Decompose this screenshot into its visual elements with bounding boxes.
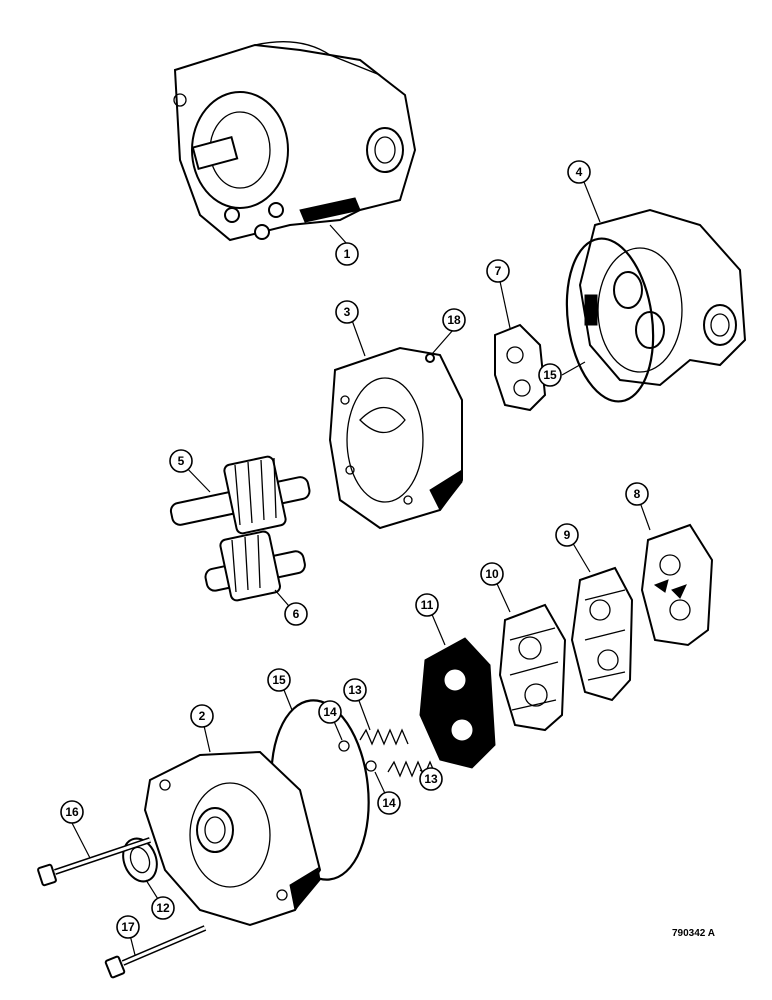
callout-17: 17 (116, 915, 140, 939)
callout-14-upper: 14 (318, 700, 342, 724)
callout-11: 11 (415, 593, 439, 617)
callout-7: 7 (486, 259, 510, 283)
callout-5: 5 (169, 449, 193, 473)
spring-part-13-lower (387, 760, 437, 778)
callout-15-lower-label: 15 (272, 673, 286, 687)
plate-part-10 (498, 603, 567, 732)
callout-9: 9 (555, 523, 579, 547)
callout-13-lower: 13 (419, 767, 443, 791)
o-ring-part-15-upper (565, 237, 655, 403)
figure-reference-code: 790342 A (672, 928, 715, 939)
callout-1: 1 (335, 242, 359, 266)
callout-15-lower: 15 (267, 668, 291, 692)
callout-14-lower-label: 14 (382, 796, 396, 810)
drive-shaft-part-5 (169, 455, 311, 535)
isolation-plate-part-11 (419, 637, 496, 769)
callout-2-label: 2 (199, 709, 206, 723)
callout-4: 4 (567, 160, 591, 184)
callout-2: 2 (190, 704, 214, 728)
callout-10: 10 (480, 562, 504, 586)
callout-14-upper-label: 14 (323, 705, 337, 719)
callout-8: 8 (625, 482, 649, 506)
callout-1-label: 1 (344, 247, 351, 261)
spring-part-13-upper (359, 728, 409, 746)
callout-6: 6 (284, 602, 308, 626)
callout-11-label: 11 (421, 598, 434, 612)
callout-13-upper: 13 (343, 678, 367, 702)
ball-part-14-lower (365, 760, 377, 772)
rear-housing-part-4 (578, 208, 747, 387)
plate-part-8 (640, 523, 714, 647)
callout-16-label: 16 (65, 805, 79, 819)
callout-9-label: 9 (564, 528, 571, 542)
callout-12: 12 (151, 896, 175, 920)
front-cover-part-2 (143, 750, 322, 927)
driven-gear-part-6 (204, 530, 306, 602)
callout-15-upper-label: 15 (543, 368, 557, 382)
bolt-part-16 (37, 837, 151, 887)
callout-18: 18 (442, 308, 466, 332)
callout-8-label: 8 (634, 487, 641, 501)
callout-18-label: 18 (447, 313, 461, 327)
callout-4-label: 4 (576, 165, 583, 179)
callout-13-upper-label: 13 (348, 683, 362, 697)
bolt-part-17 (104, 925, 207, 979)
callout-3-label: 3 (344, 305, 351, 319)
ball-part-14-upper (338, 740, 350, 752)
callout-17-label: 17 (121, 920, 135, 934)
callout-7-label: 7 (495, 264, 502, 278)
assembled-pump-part-1 (173, 41, 417, 242)
callout-13-lower-label: 13 (424, 772, 438, 786)
seal-part-9 (570, 566, 634, 702)
callout-6-label: 6 (293, 607, 300, 621)
callout-16: 16 (60, 800, 84, 824)
gear-body-part-3 (328, 346, 463, 530)
callout-3: 3 (335, 300, 359, 324)
callout-15-upper: 15 (538, 363, 562, 387)
plate-part-7 (494, 323, 547, 412)
callout-10-label: 10 (485, 567, 499, 581)
callout-14-lower: 14 (377, 791, 401, 815)
callout-5-label: 5 (178, 454, 185, 468)
callout-12-label: 12 (156, 901, 170, 915)
